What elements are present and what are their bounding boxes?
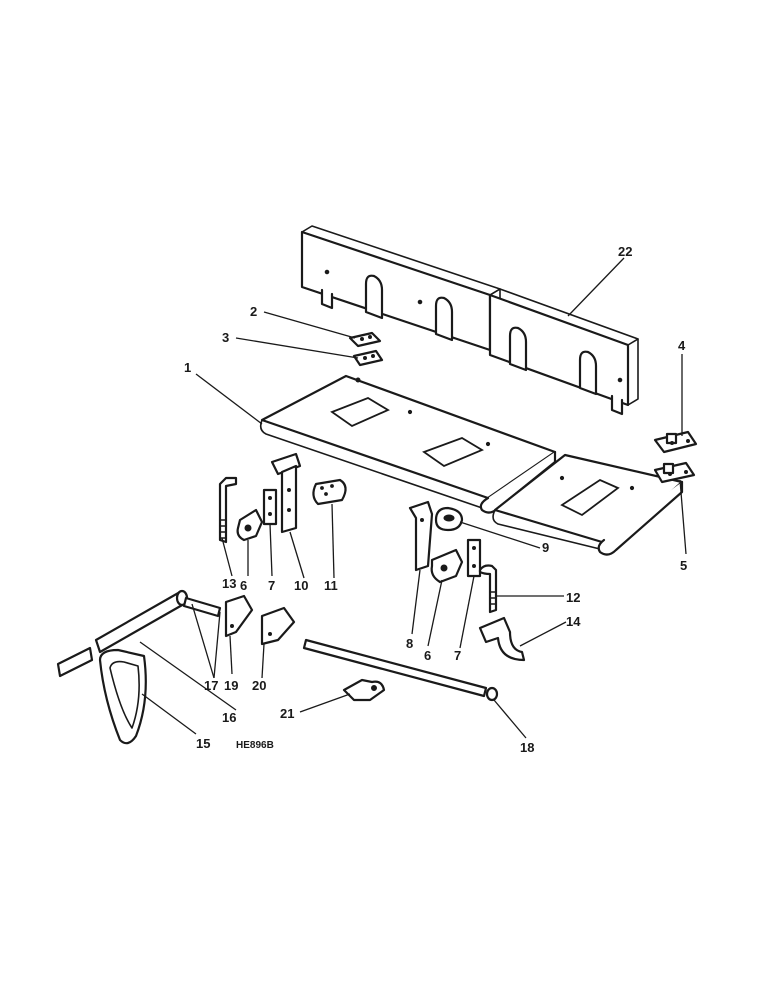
callout-11: 11 xyxy=(324,578,338,593)
callout-6-right: 6 xyxy=(424,648,431,663)
callout-5: 5 xyxy=(680,558,687,573)
part-16-lever xyxy=(56,589,189,678)
callout-6-left: 6 xyxy=(240,578,247,593)
callout-22: 22 xyxy=(618,244,632,259)
callout-16: 16 xyxy=(222,710,236,725)
part-6-bracket-left xyxy=(236,508,264,542)
part-14-clamp xyxy=(478,616,526,662)
callout-1: 1 xyxy=(184,360,191,375)
callout-19: 19 xyxy=(224,678,238,693)
part-6-bracket-right xyxy=(430,548,464,584)
part-5-hinge xyxy=(653,461,696,484)
callouts: 1 2 3 4 5 6 7 8 6 7 9 10 11 12 13 14 15 … xyxy=(184,244,687,755)
callout-7-left: 7 xyxy=(268,578,275,593)
part-7-plate-right xyxy=(466,538,482,578)
part-20-bracket xyxy=(260,606,296,646)
part-18-rod xyxy=(302,638,499,702)
callout-13: 13 xyxy=(222,576,236,591)
callout-15: 15 xyxy=(196,736,210,751)
part-3-plate xyxy=(352,349,384,367)
callout-14: 14 xyxy=(566,614,581,629)
callout-12: 12 xyxy=(566,590,580,605)
part-12-bolt xyxy=(478,564,498,614)
part-7-plate-left xyxy=(262,488,278,526)
callout-4: 4 xyxy=(678,338,686,353)
part-22-guard xyxy=(300,225,639,416)
part-1-platform xyxy=(259,374,557,514)
part-17-rod xyxy=(182,596,222,618)
callout-10: 10 xyxy=(294,578,308,593)
part-8-bracket xyxy=(408,500,434,572)
callout-7-right: 7 xyxy=(454,648,461,663)
part-21-clevis xyxy=(342,678,386,702)
part-10-bracket xyxy=(270,452,302,534)
callout-2: 2 xyxy=(250,304,257,319)
callout-3: 3 xyxy=(222,330,229,345)
callout-20: 20 xyxy=(252,678,266,693)
callout-17: 17 xyxy=(204,678,218,693)
leader-lines xyxy=(139,257,687,739)
part-15-pedal xyxy=(98,648,147,745)
part-2-plate xyxy=(348,331,382,348)
part-13-bolt xyxy=(218,476,238,544)
part-1-platform-right xyxy=(492,453,684,556)
callout-18: 18 xyxy=(520,740,534,755)
part-4-hinge xyxy=(653,430,698,454)
callout-8: 8 xyxy=(406,636,413,651)
part-9-grommet xyxy=(434,506,464,532)
part-11-pad xyxy=(312,478,347,506)
part-19-bracket xyxy=(224,594,254,638)
callout-9: 9 xyxy=(542,540,549,555)
callout-21: 21 xyxy=(280,706,294,721)
figure-code: HE896B xyxy=(236,740,274,751)
